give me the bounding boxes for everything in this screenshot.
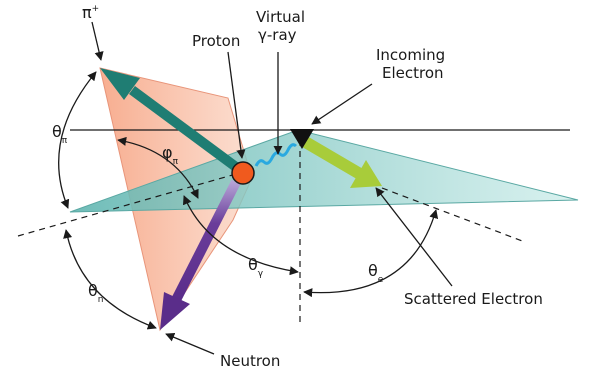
scattered-electron-arrow-shaft: [298, 134, 364, 180]
scattered-electron-pointer: [375, 187, 453, 287]
pi-plus-label: π+: [82, 3, 99, 22]
theta-n-label: θn: [88, 281, 104, 305]
proton-pointer: [227, 51, 246, 159]
theta-pi-label: θπ: [52, 122, 68, 146]
proton-circle: [231, 161, 255, 185]
dashed-extension-left: [17, 171, 244, 237]
theta-n-arc: [63, 229, 157, 330]
scattered-electron-arrowhead: [350, 160, 382, 188]
incoming-electron-arrowhead: [290, 129, 314, 149]
dashed-electron-extension: [381, 187, 526, 243]
pion-arrow-shaft: [129, 85, 243, 175]
neutron-label: Neutron: [220, 352, 280, 370]
incoming-electron-pointer: [311, 83, 373, 125]
theta-pi-arc: [58, 71, 97, 209]
theta-gamma-label: θγ: [248, 255, 264, 279]
phi-pi-label: φπ: [162, 143, 179, 167]
phi-pi-arc: [117, 136, 199, 199]
theta-e-label: θe: [368, 261, 384, 285]
neutron-pointer: [165, 332, 215, 355]
incoming-label-line2: Electron: [382, 64, 444, 82]
incoming-label-line1: Incoming: [376, 46, 445, 64]
virtual-label-line2: γ-ray: [258, 26, 297, 44]
virtual-label-line1: Virtual: [256, 8, 305, 26]
proton-label: Proton: [192, 32, 240, 50]
pi-plus-pointer: [91, 21, 104, 61]
scattered-electron-label: Scattered Electron: [404, 290, 543, 308]
pion-arrowhead: [100, 68, 140, 100]
theta-e-arc: [303, 209, 439, 298]
neutron-arrowhead: [160, 292, 190, 330]
theta-gamma-arc: [182, 195, 299, 276]
